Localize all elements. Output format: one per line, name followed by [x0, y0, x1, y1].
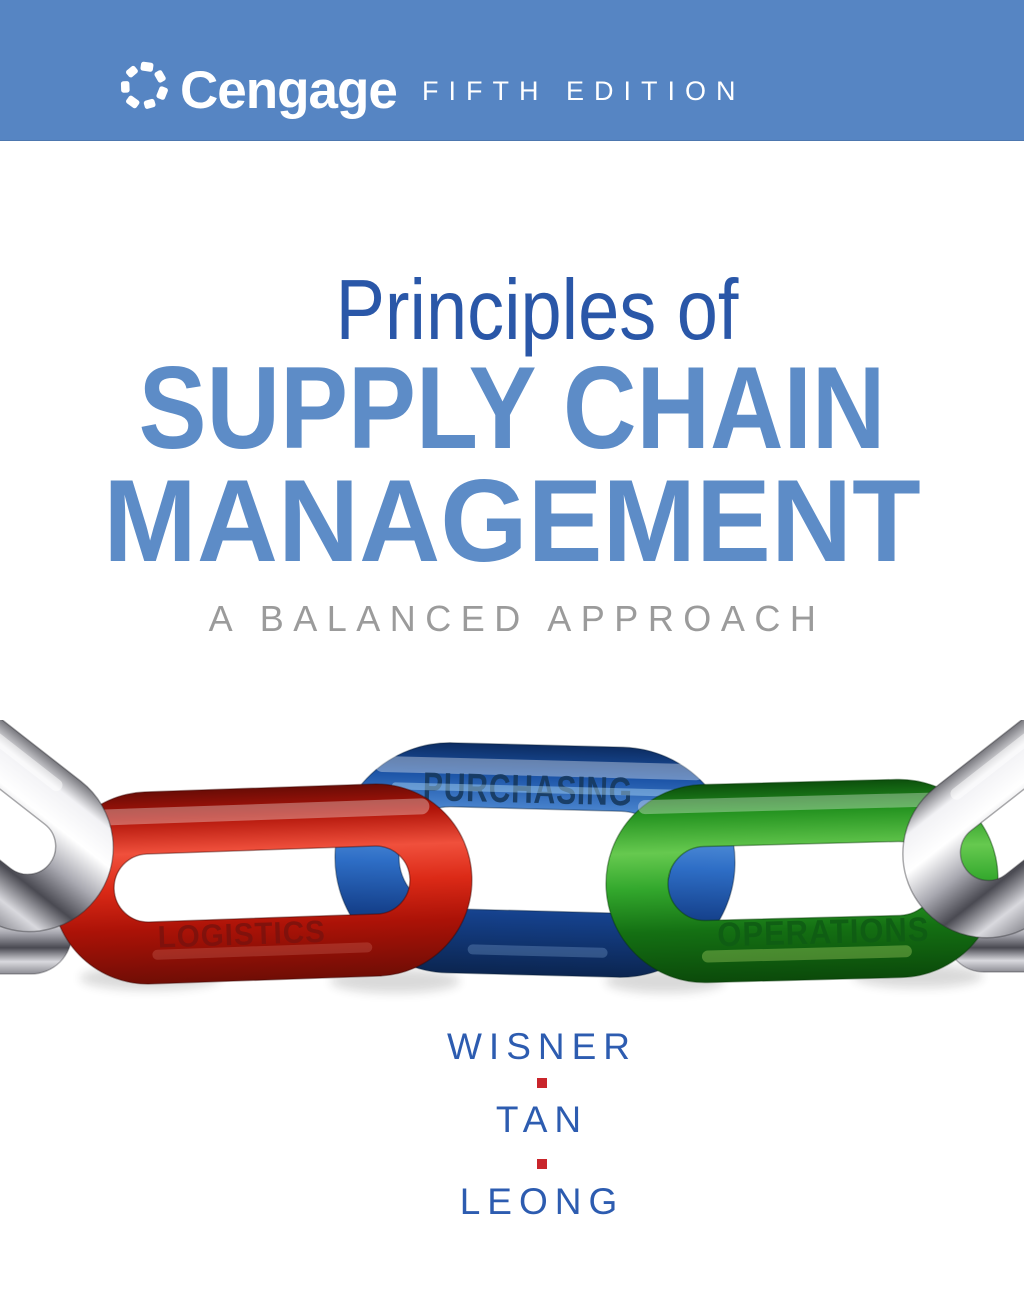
- title-line-1: Principles of: [335, 263, 739, 358]
- left-silver-link: [0, 720, 115, 933]
- chain-link-operations: OPERATIONS: [605, 778, 999, 984]
- author-separator-square: [537, 1159, 547, 1169]
- chain-label-logistics: LOGISTICS: [157, 914, 326, 955]
- title-line-3: MANAGEMENT: [103, 455, 921, 586]
- author-leong: LEONG: [459, 1181, 625, 1222]
- chain-link-logistics: LOGISTICS: [51, 783, 473, 985]
- author-tan: TAN: [495, 1099, 589, 1140]
- cengage-logo-icon: [120, 61, 168, 109]
- chain-illustration: PURCHASING LOGISTICS OPERATIONS: [0, 720, 1024, 993]
- subtitle: A BALANCED APPROACH: [208, 598, 826, 639]
- publisher-banner: Cengage FIFTH EDITION: [0, 0, 1024, 141]
- edition-label: FIFTH EDITION: [422, 76, 746, 106]
- author-separator-square: [537, 1078, 547, 1088]
- title-line-2: SUPPLY CHAIN: [138, 342, 886, 473]
- chain-label-purchasing: PURCHASING: [422, 765, 633, 814]
- right-silver-link: [902, 720, 1024, 939]
- publisher-name: Cengage: [180, 61, 398, 120]
- author-wisner: WISNER: [447, 1026, 637, 1067]
- chain-label-operations: OPERATIONS: [717, 911, 930, 955]
